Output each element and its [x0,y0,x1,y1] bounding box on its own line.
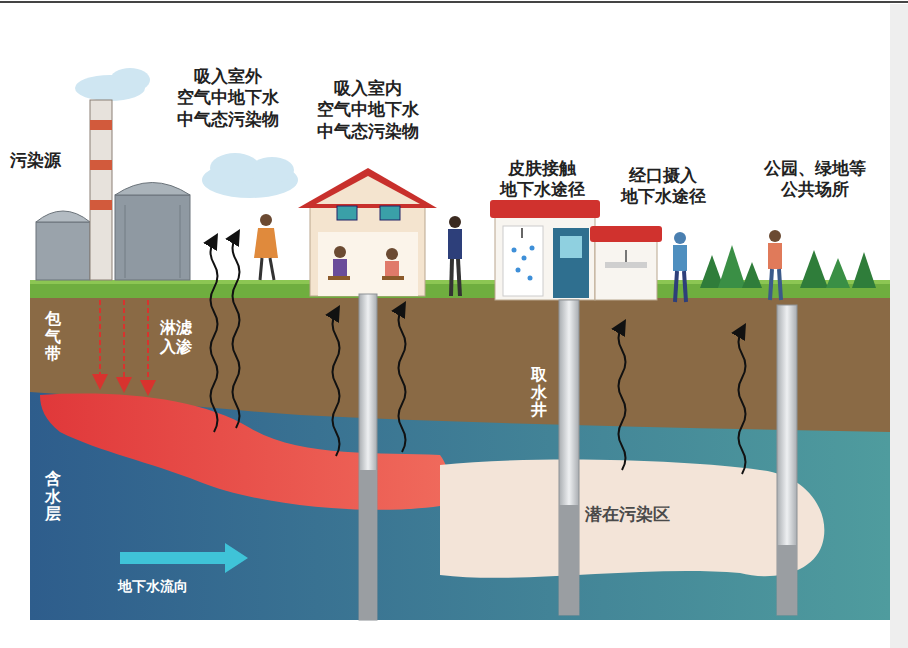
source-label: 污染源 [10,150,61,171]
pathway-heading: 吸入室外 空气中地下水 中气态污染物 [169,66,288,130]
process-label: 淋滤入渗 [160,318,194,356]
pathway-heading: 吸入室内 空气中地下水 中气态污染物 [309,78,428,142]
flow-label: 地下水流向 [118,578,188,596]
layer-label: 包气带 [45,310,61,363]
pathway-heading: 经口摄入 地下水途径 [604,165,723,208]
well-label: 取水井 [531,366,547,419]
layer-label: 含水层 [45,470,61,523]
contamination-zone: 潜在污染区 [440,455,830,585]
pathway-heading: 公园、绿地等 公共场所 [756,158,875,201]
pathway-heading: 皮肤接触 地下水途径 [483,158,602,201]
zone-label: 潜在污染区 [585,503,670,526]
